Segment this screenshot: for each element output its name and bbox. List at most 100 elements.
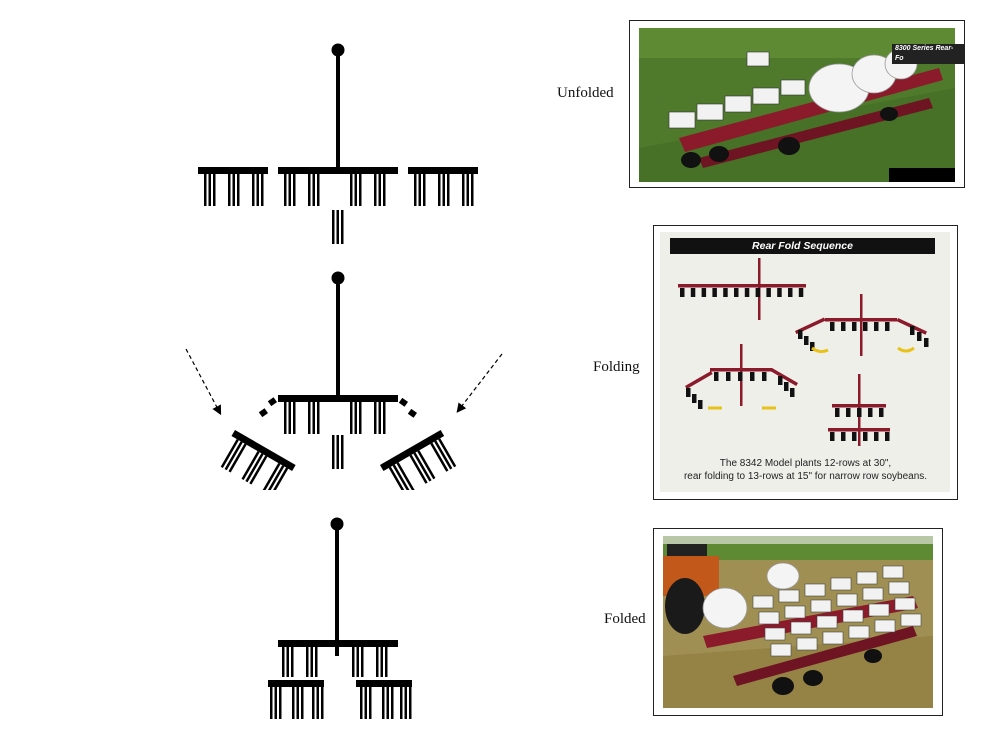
sequence-row-unit bbox=[726, 372, 731, 381]
seed-hopper bbox=[778, 589, 800, 603]
sequence-row-unit bbox=[874, 432, 879, 441]
row-unit bbox=[442, 174, 445, 206]
row-unit bbox=[438, 174, 441, 206]
row-unit bbox=[293, 174, 296, 206]
row-unit bbox=[409, 687, 412, 719]
sequence-row-unit bbox=[804, 336, 809, 345]
row-unit bbox=[228, 174, 231, 206]
seed-hopper bbox=[830, 577, 852, 591]
row-unit bbox=[315, 647, 318, 677]
sequence-row-unit bbox=[788, 288, 793, 297]
row-unit bbox=[293, 402, 296, 434]
row-unit bbox=[291, 647, 294, 677]
seed-hopper bbox=[796, 637, 818, 651]
sequence-row-unit bbox=[846, 408, 851, 417]
label-folding: Folding bbox=[593, 359, 640, 375]
row-unit bbox=[386, 687, 389, 719]
row-unit bbox=[414, 174, 417, 206]
sequence-step-2 bbox=[795, 294, 929, 356]
seed-hopper bbox=[770, 643, 792, 657]
sequence-row-unit bbox=[910, 326, 915, 335]
sequence-row-unit bbox=[744, 288, 750, 297]
sequence-row-unit bbox=[723, 288, 728, 297]
row-unit bbox=[359, 174, 362, 206]
seed-hopper bbox=[862, 587, 884, 601]
row-unit bbox=[374, 402, 377, 434]
row-unit bbox=[220, 439, 239, 469]
fold-arrow-right bbox=[456, 353, 503, 413]
row-unit bbox=[356, 647, 359, 677]
sequence-row-unit bbox=[680, 288, 685, 297]
sequence-row-unit bbox=[885, 432, 890, 441]
tongue bbox=[336, 280, 340, 398]
sequence-row-unit bbox=[874, 322, 879, 331]
row-unit bbox=[252, 174, 255, 206]
fold-sequence-graphic bbox=[678, 258, 929, 446]
sequence-row-unit bbox=[857, 408, 862, 417]
row-unit bbox=[296, 687, 299, 719]
seed-hopper bbox=[882, 565, 904, 579]
tongue bbox=[335, 526, 339, 656]
sequence-row-unit bbox=[690, 288, 696, 297]
row-unit bbox=[288, 174, 291, 206]
folded-wing-right bbox=[356, 680, 412, 687]
sequence-row-unit bbox=[714, 372, 719, 381]
row-unit bbox=[350, 174, 353, 206]
row-unit bbox=[204, 174, 207, 206]
row-unit bbox=[237, 174, 240, 206]
seed-hopper bbox=[804, 583, 826, 597]
row-unit bbox=[301, 687, 304, 719]
right-wing-folding bbox=[380, 430, 457, 490]
seed-hopper bbox=[790, 621, 812, 635]
row-unit bbox=[312, 402, 315, 434]
row-unit bbox=[417, 450, 436, 480]
toolbar-right-wing bbox=[408, 167, 478, 174]
row-unit bbox=[350, 402, 353, 434]
fold-sequence-caption-2: rear folding to 13-rows at 15" for narro… bbox=[683, 471, 928, 482]
hitch-point bbox=[330, 517, 344, 531]
row-unit bbox=[279, 687, 282, 719]
sequence-row-unit bbox=[692, 394, 697, 403]
row-unit bbox=[282, 647, 285, 677]
sequence-row-unit bbox=[885, 322, 890, 331]
seed-hopper bbox=[758, 611, 780, 625]
seed-hopper bbox=[764, 627, 786, 641]
seed-hopper bbox=[784, 605, 806, 619]
row-unit bbox=[466, 174, 469, 206]
sequence-row-unit bbox=[830, 432, 835, 441]
sequence-row-unit bbox=[762, 372, 767, 381]
folding-diagram bbox=[185, 271, 503, 490]
row-unit bbox=[308, 402, 311, 434]
sequence-row-unit bbox=[777, 288, 782, 297]
row-unit bbox=[312, 174, 315, 206]
row-unit bbox=[418, 174, 421, 206]
row-unit bbox=[228, 443, 247, 473]
sequence-row-unit bbox=[798, 288, 804, 297]
row-unit bbox=[262, 463, 281, 490]
row-unit bbox=[378, 174, 381, 206]
row-unit bbox=[224, 441, 243, 471]
rear-row-unit bbox=[332, 210, 335, 244]
hitch-point bbox=[331, 271, 345, 285]
seed-hopper bbox=[888, 581, 910, 595]
row-unit bbox=[245, 453, 264, 483]
row-unit bbox=[430, 442, 449, 472]
photo-folded bbox=[663, 536, 933, 708]
seed-hopper bbox=[874, 619, 896, 633]
sequence-step-1 bbox=[678, 258, 806, 320]
row-unit bbox=[232, 174, 235, 206]
toolbar-center bbox=[278, 395, 398, 402]
hitch-point bbox=[331, 43, 345, 57]
seed-hopper bbox=[752, 595, 774, 609]
sequence-row-unit bbox=[863, 432, 868, 441]
row-unit bbox=[354, 174, 357, 206]
sequence-row-unit bbox=[835, 408, 840, 417]
row-unit bbox=[354, 402, 357, 434]
seed-hopper bbox=[894, 597, 916, 611]
row-unit bbox=[380, 647, 383, 677]
row-unit bbox=[396, 462, 415, 490]
folded-wing-left bbox=[268, 680, 324, 687]
seed-hopper bbox=[836, 593, 858, 607]
row-unit bbox=[288, 402, 291, 434]
sequence-row-unit bbox=[917, 332, 922, 341]
